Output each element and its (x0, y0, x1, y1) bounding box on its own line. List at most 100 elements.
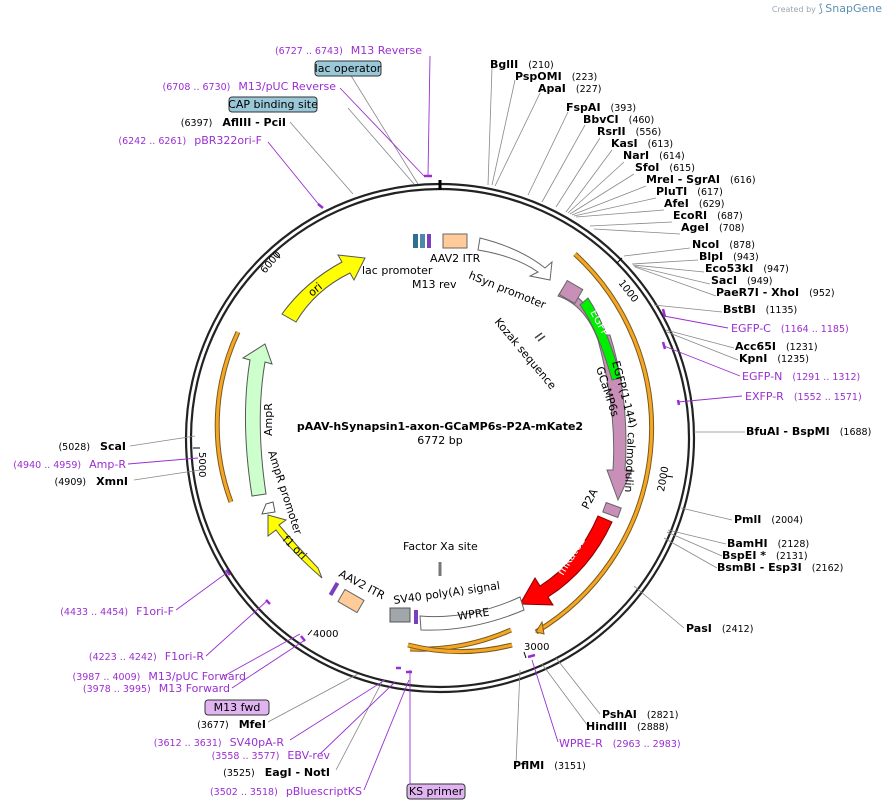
plasmid-size: 6772 bp (417, 434, 462, 447)
snapgene-logo-icon: ⟆ (818, 2, 823, 15)
m13-fwd-mark (328, 581, 340, 597)
primer-tick-10 (265, 599, 271, 605)
primer-leader-f1ori-r (205, 599, 269, 657)
site-paer7i: PaeR7I - XhoI(952) (716, 286, 835, 299)
leader-hindiii (541, 663, 589, 727)
primer-leader-ebv-rev (319, 681, 396, 755)
site-kasi: KasI(613) (611, 137, 673, 150)
leader-blpi (631, 259, 699, 265)
leader-afei (575, 209, 665, 218)
site-bfuai: BfuAI - BspMI(1688) (746, 425, 871, 438)
primer-leader-m13puc-reverse (339, 87, 425, 177)
site-scai: (5028)ScaI (58, 440, 126, 453)
site-rsrii: RsrII(556) (597, 125, 661, 138)
lac-operator-box (314, 60, 382, 77)
primer-leaders (127, 55, 743, 791)
brand-name: SnapGene (825, 2, 882, 15)
primer-tick-4 (661, 341, 667, 350)
primer-tick-3 (661, 308, 667, 318)
leader-scai (129, 435, 196, 447)
primer-tick-6 (527, 653, 536, 659)
kozak-mark-1 (534, 332, 543, 339)
primer-egfp-n: EGFP-N(1291 .. 1312) (742, 370, 860, 383)
tick-mark-2000 (665, 475, 674, 478)
tick-mark-6000 (274, 252, 281, 259)
site-afliii: (6397)AflIII - PciI (181, 116, 286, 129)
site-bstbi: BstBI(1135) (723, 303, 797, 316)
site-pflmi: PflMI(3151) (513, 759, 586, 772)
leader-nari (567, 161, 625, 214)
site-eagi: (3525)EagI - NotI (223, 766, 330, 779)
leader-bbvci (541, 124, 586, 203)
primer-amp-r: (4940 .. 4959)Amp-R (13, 458, 126, 471)
leader-mrei (571, 185, 647, 216)
brand-prefix: Created by (771, 5, 816, 14)
leader-pflmi (515, 669, 521, 765)
ori-arrow (281, 254, 366, 323)
site-pshai: PshAI(2821) (602, 708, 678, 721)
feature-label-calmodulin: calmodulin (622, 432, 638, 493)
site-bsmbi: BsmBI - Esp3I(2162) (717, 561, 843, 574)
site-saci: SacI(949) (711, 274, 773, 287)
m13-fwd-label: M13 fwd (214, 701, 261, 714)
site-pluti: PluTI(617) (656, 185, 723, 198)
p2a-block (602, 501, 622, 519)
hsyn-promoter-arrow (477, 237, 553, 281)
site-apai: ApaI(227) (538, 82, 601, 95)
leader-afliii (289, 121, 354, 195)
primer-f1ori-r: (4223 .. 4242)F1ori-R (89, 650, 204, 663)
f1-ori-arrow (267, 514, 323, 579)
lac-operator-mark (413, 234, 418, 248)
ampr-promoter-arrow (261, 501, 276, 515)
tick-4000: 4000 (313, 629, 338, 640)
primer-leader-m13-forward (231, 639, 306, 689)
leader-bsmbi (663, 537, 718, 569)
primer-leader-egfp-c (663, 315, 729, 329)
leader-ncoi (623, 247, 691, 257)
site-ncoi: NcoI(878) (692, 238, 755, 251)
site-fspai: FspAI(393) (566, 101, 636, 114)
gcamp-start-block (558, 279, 584, 305)
leader-kasi (565, 149, 613, 213)
primer-sv40pa-r: (3612 .. 3631)SV40pA-R (154, 736, 285, 749)
tick-5000: 5000 (196, 452, 207, 477)
primer-leader-wpre-r (531, 659, 559, 743)
site-acc65i: Acc65I(1231) (735, 340, 818, 353)
primer-leader-egfp-n (663, 345, 741, 377)
feature-label-m13-rev: M13 rev (412, 278, 457, 291)
site-kpni: KpnI(1235) (739, 352, 809, 365)
site-agei: AgeI(708) (681, 221, 745, 234)
site-bamhi: BamHI(2128) (727, 537, 809, 550)
leader-bspei (666, 531, 723, 557)
leader-apai (494, 92, 541, 187)
leader-eco53ki (632, 264, 705, 273)
site-eco53ki: Eco53kI(947) (705, 262, 789, 275)
site-afei: AfeI(629) (664, 197, 724, 210)
primer-labels: (6727 .. 6743)M13 Reverse (6708 .. 6730)… (13, 44, 861, 798)
site-pspomi: PspOMI(223) (515, 70, 597, 83)
primer-tick-9 (300, 635, 306, 642)
leader-xmni (133, 469, 201, 481)
orange-arc-3 (407, 643, 513, 653)
site-bbvci: BbvCI(460) (583, 113, 654, 126)
leader-lines (129, 67, 745, 771)
ks-primer-label: KS primer (409, 785, 464, 798)
leader-fspai (527, 111, 569, 196)
orange-arc-1-head (535, 620, 545, 635)
feature-label-kozak: Kozak sequence (492, 316, 559, 393)
site-nari: NarI(614) (623, 149, 685, 162)
leader-mfei (267, 673, 359, 723)
aav2-itr-top (442, 233, 468, 249)
primer-egfp-c: EGFP-C(1164 .. 1185) (731, 322, 849, 335)
primer-m13-reverse: (6727 .. 6743)M13 Reverse (275, 44, 422, 57)
feature-label-factor-xa: Factor Xa site (403, 540, 478, 553)
m13-fwd-box (204, 699, 270, 716)
site-mrei: MreI - SgrAI(616) (646, 173, 756, 186)
site-xmni: (4909)XmnI (55, 475, 128, 488)
cap-binding-label: CAP binding site (228, 98, 318, 111)
primer-leader-f1ori-f (175, 571, 229, 611)
sv40-box (389, 607, 411, 623)
cap-site-mark (420, 234, 425, 248)
leader-pasi (633, 585, 685, 629)
